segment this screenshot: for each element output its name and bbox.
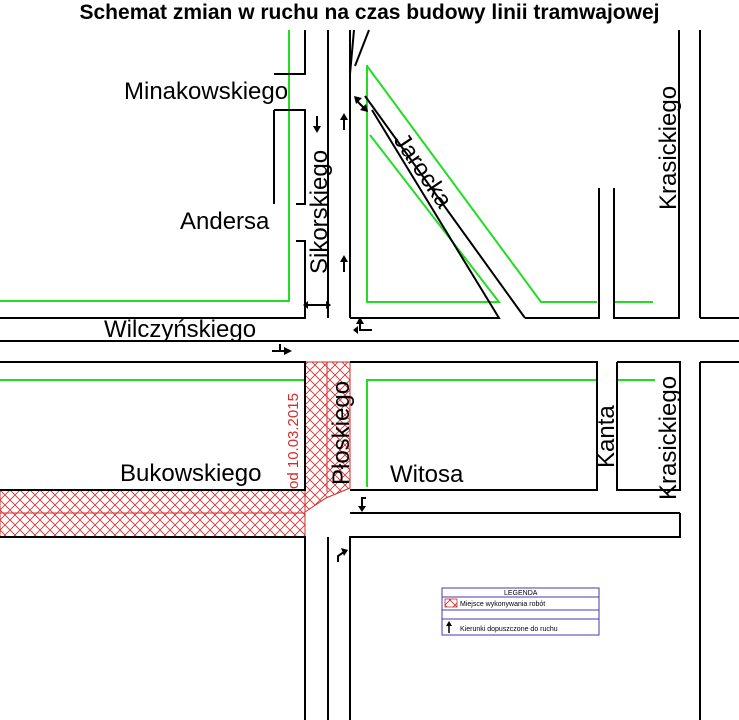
legend-item-work-zone: Miejsce wykonywania robót: [460, 601, 545, 608]
arrow-left-turn-icon: [353, 317, 372, 334]
arrow-down-icon: [313, 116, 321, 133]
street-label-witosa: Witosa: [390, 461, 464, 488]
arrow-turn-right-icon: [337, 548, 348, 562]
arrow-up-icon: [340, 113, 348, 130]
road-network: [0, 29, 739, 720]
street-label-andersa: Andersa: [180, 208, 270, 235]
street-label-ploskiego: Płoskiego: [328, 381, 355, 485]
legend: LEGENDA Miejsce wykonywania robót Kierun…: [441, 587, 600, 636]
arrow-up-icon: [446, 621, 452, 633]
street-label-krasickiego-bottom: Krasickiego: [655, 376, 682, 500]
street-label-wilczynskiego: Wilczyńskiego: [104, 316, 256, 343]
arrow-up-icon: [340, 255, 348, 272]
street-labels: Minakowskiego Andersa Sikorskiego Jarock…: [104, 78, 682, 500]
street-label-sikorskiego: Sikorskiego: [306, 150, 333, 274]
street-label-kanta: Kanta: [593, 405, 620, 468]
map-title: Schemat zmian w ruchu na czas budowy lin…: [79, 1, 660, 24]
legend-title: LEGENDA: [504, 590, 538, 597]
street-label-minakowskiego: Minakowskiego: [124, 78, 288, 105]
street-label-krasickiego-top: Krasickiego: [655, 86, 682, 210]
tram-lines: [0, 30, 655, 487]
arrow-turn-icon: [354, 96, 368, 112]
arrow-turn-left-icon: [272, 344, 292, 355]
arrow-turn-down-icon: [358, 497, 366, 512]
arrow-both-ways-icon: [303, 301, 331, 309]
traffic-direction-arrows: [272, 96, 372, 562]
hatch-icon: [444, 598, 458, 608]
work-start-date: od 10.03.2015: [285, 393, 302, 489]
street-label-bukowskiego: Bukowskiego: [120, 460, 261, 487]
legend-item-directions: Kierunki dopuszczone do ruchu: [460, 626, 558, 633]
